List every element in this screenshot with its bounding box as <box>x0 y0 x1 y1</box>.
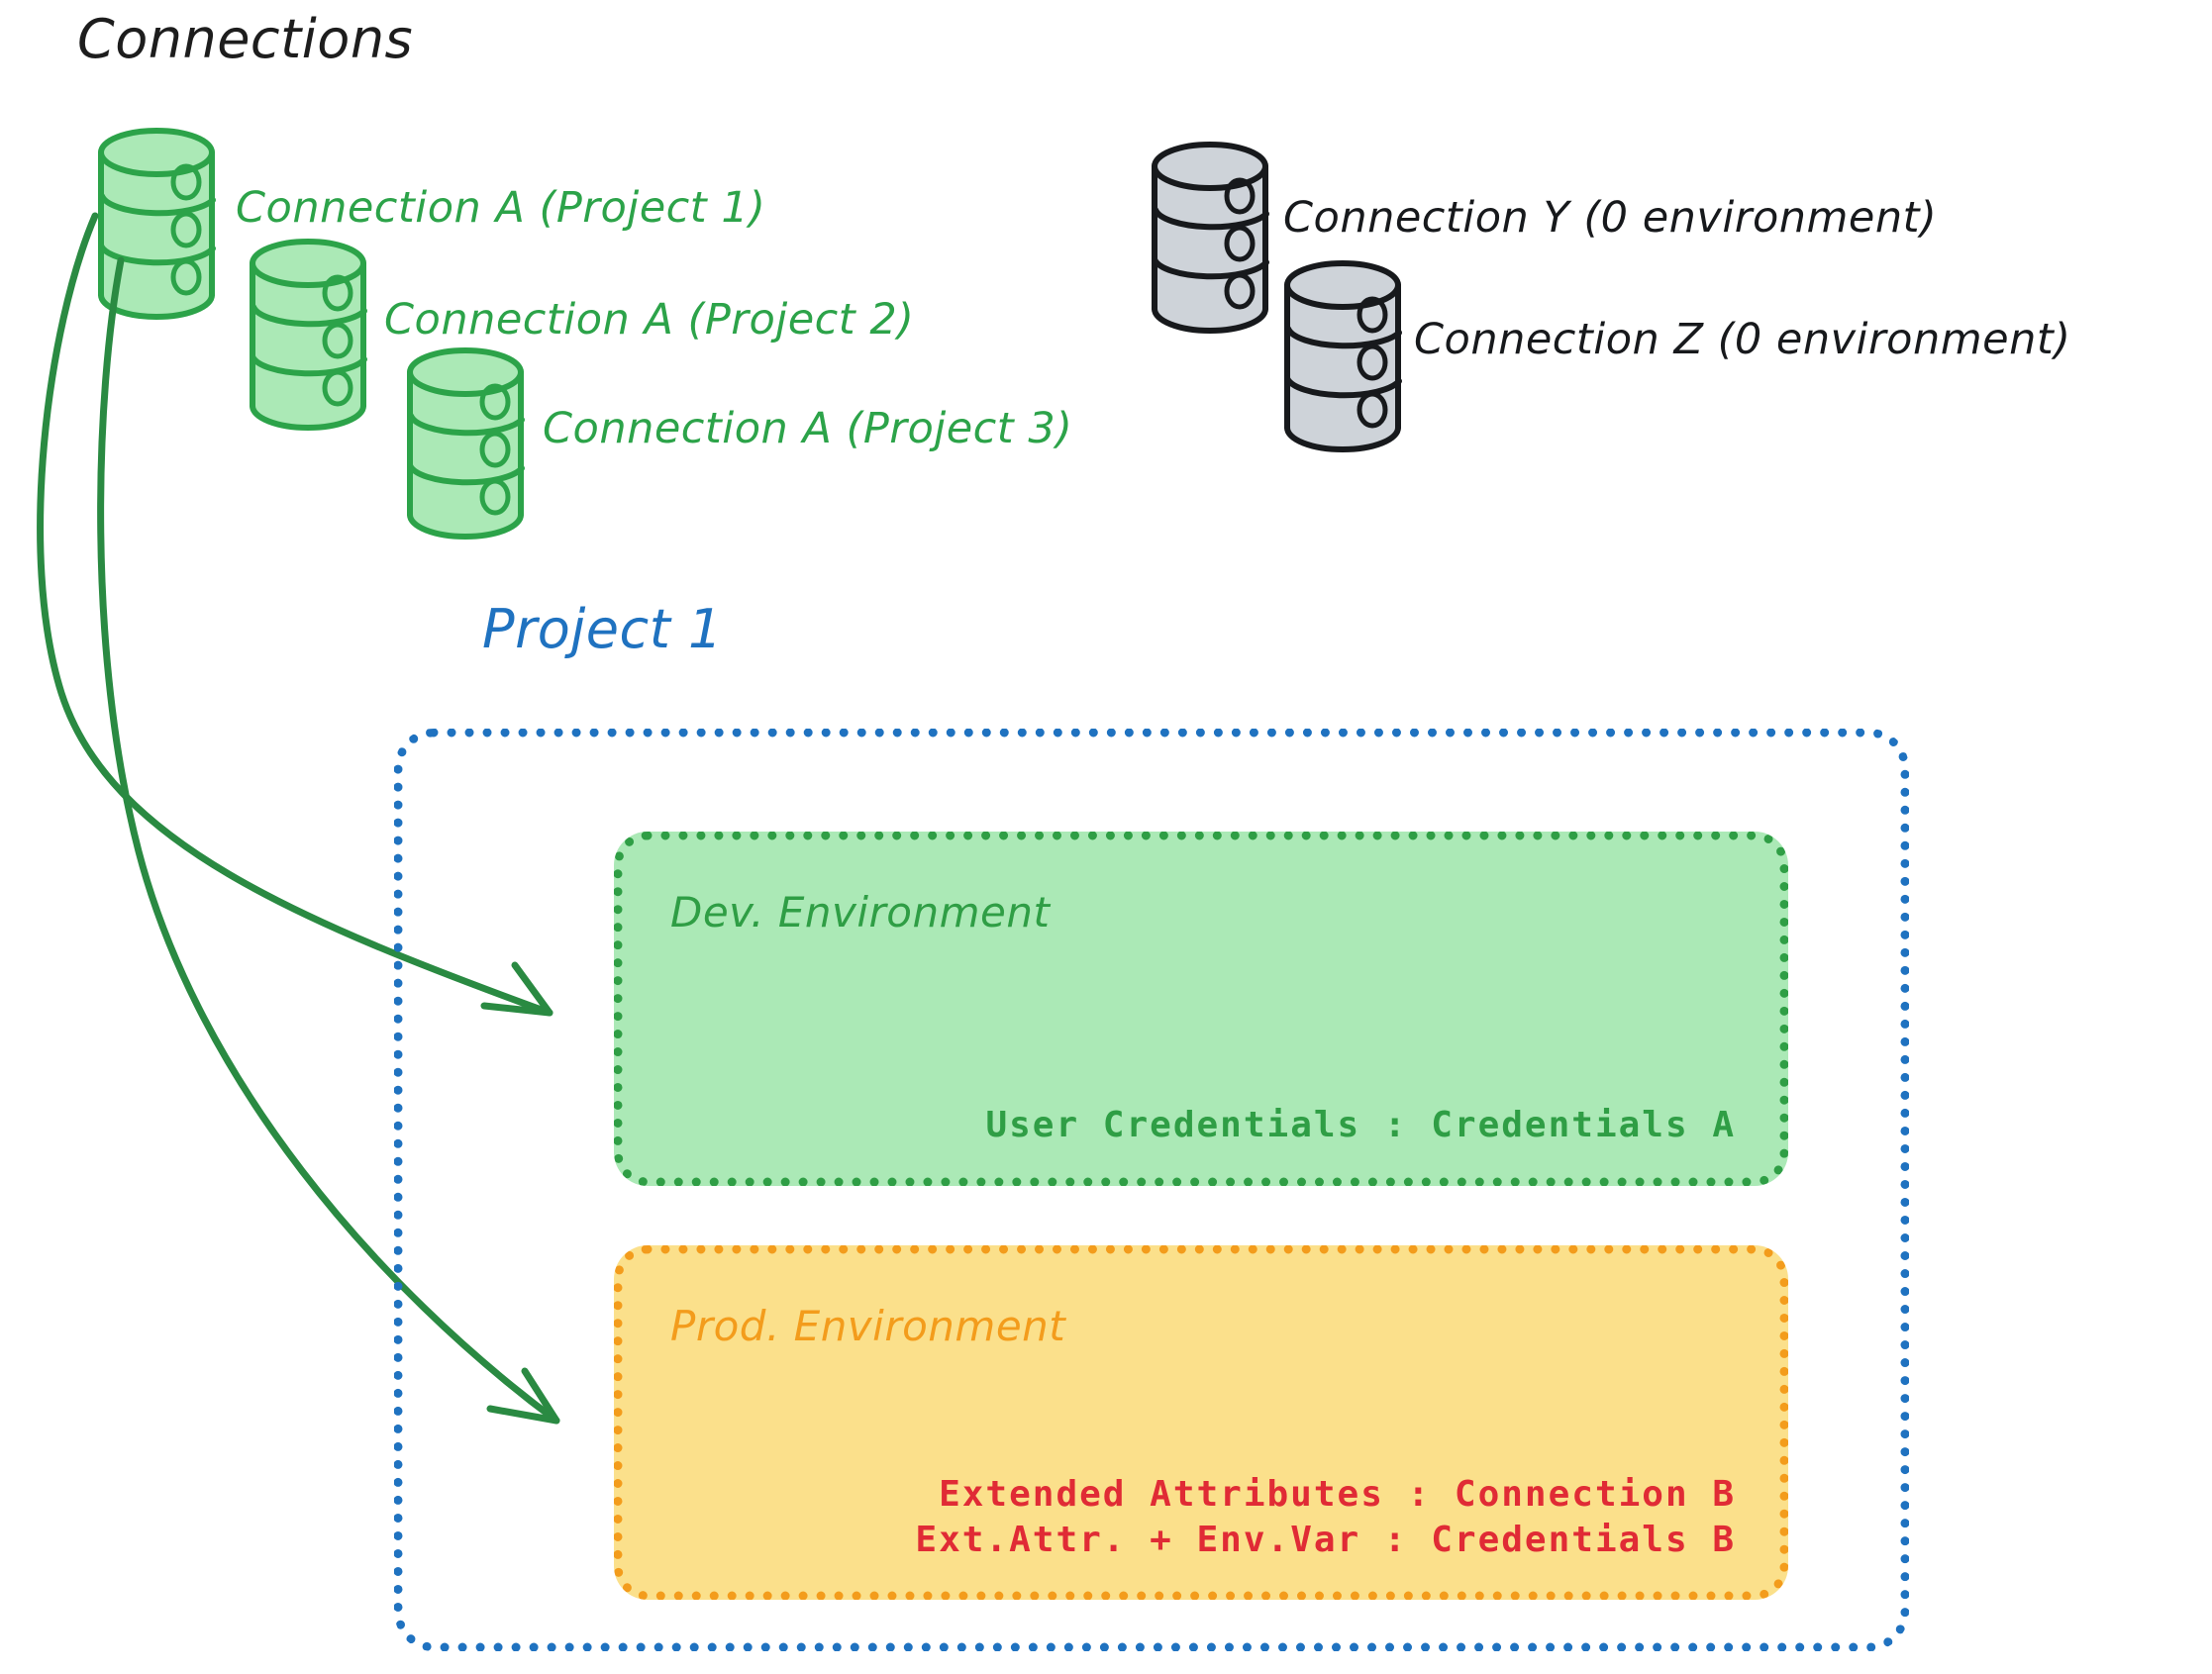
connection-label-y: Connection Y (0 environment) <box>1283 193 1938 243</box>
dev-environment-credentials-line: User Credentials : Credentials A <box>985 1105 1736 1145</box>
dev-environment-title: Dev. Environment <box>670 888 1051 936</box>
database-icon[interactable] <box>1155 145 1266 331</box>
prod-environment-title: Prod. Environment <box>670 1302 1066 1350</box>
database-icon[interactable] <box>101 131 213 317</box>
connection-label-z: Connection Z (0 environment) <box>1414 315 2071 364</box>
connection-label-a-project-3: Connection A (Project 3) <box>543 404 1073 453</box>
connection-label-a-project-1: Connection A (Project 1) <box>236 183 766 233</box>
project-title: Project 1 <box>482 598 723 660</box>
project-container <box>394 729 1909 1651</box>
database-icon[interactable] <box>1287 263 1399 449</box>
prod-environment-line-2: Ext.Attr. + Env.Var : Credentials B <box>915 1519 1736 1560</box>
page-title: Connections <box>77 8 414 70</box>
database-icon[interactable] <box>252 242 364 428</box>
dev-environment-container[interactable]: Dev. Environment User Credentials : Cred… <box>614 832 1788 1186</box>
prod-environment-attribute-lines: Extended Attributes : Connection B Ext.A… <box>915 1472 1736 1563</box>
prod-environment-line-1: Extended Attributes : Connection B <box>939 1473 1736 1515</box>
database-icon[interactable] <box>410 350 522 537</box>
connection-label-a-project-2: Connection A (Project 2) <box>384 295 915 345</box>
prod-environment-container[interactable]: Prod. Environment Extended Attributes : … <box>614 1245 1788 1600</box>
